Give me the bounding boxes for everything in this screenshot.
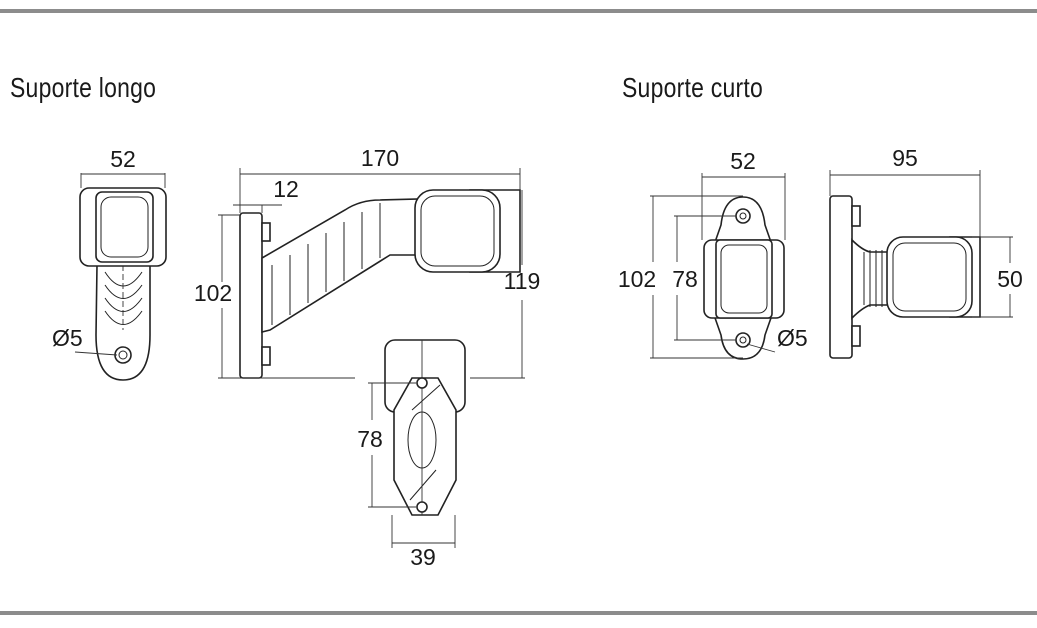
dim-short-side-head-height: 50: [997, 266, 1023, 292]
top-divider: [0, 9, 1037, 13]
bottom-divider: [0, 611, 1037, 615]
dim-long-bottom-width: 39: [410, 544, 436, 570]
mounting-hole-icon: [114, 346, 132, 364]
short-side-view: 95 50: [829, 145, 1023, 359]
dim-long-front-width: 52: [110, 146, 136, 172]
dim-short-front-hole-spacing: 78: [672, 266, 698, 292]
short-front-view: 52 102 78 Ø5: [618, 148, 808, 360]
section-title-short: Suporte curto: [622, 72, 764, 103]
dim-long-side-total-height: 119: [504, 268, 541, 294]
section-title-long: Suporte longo: [10, 72, 157, 103]
dim-long-bottom-hole-spacing: 78: [357, 426, 383, 452]
dim-long-side-offset: 12: [273, 176, 299, 202]
long-side-view: 170 12 102 119: [194, 145, 541, 379]
dim-short-front-height: 102: [618, 266, 656, 292]
dim-long-side-plate-height: 102: [194, 280, 232, 306]
dim-short-side-length: 95: [892, 145, 918, 171]
dim-short-front-width: 52: [730, 148, 756, 174]
dim-long-side-length: 170: [361, 145, 399, 171]
long-front-view: 52 Ø5: [52, 146, 167, 381]
dim-short-front-hole: Ø5: [777, 325, 808, 351]
dim-long-front-hole: Ø5: [52, 325, 83, 351]
long-bottom-view: 78 39: [357, 339, 466, 570]
